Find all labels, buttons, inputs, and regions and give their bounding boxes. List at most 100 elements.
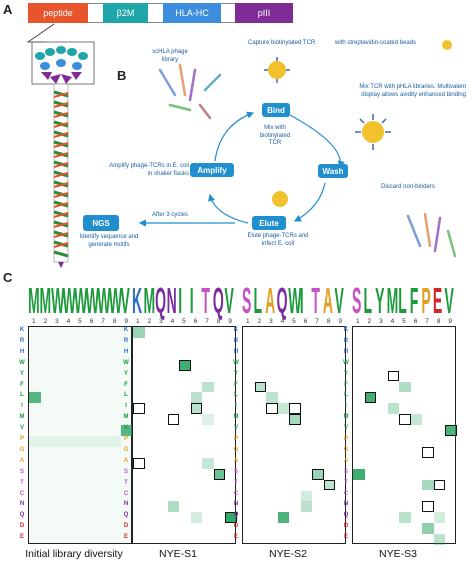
step-amplify: Amplify [190, 163, 234, 177]
heatmap-label: Initial library diversity [25, 548, 123, 560]
heatmap-cell [29, 436, 41, 447]
logo-letter: M [143, 279, 156, 321]
amino-acid-label: G [19, 446, 25, 453]
heatmap-cell [190, 512, 203, 524]
multivalent-bead-icon [355, 114, 391, 150]
heatmap-cell [202, 457, 214, 469]
heatmap-cell [277, 512, 290, 524]
heatmap-cell [29, 392, 41, 404]
heatmap-cell [98, 436, 110, 447]
amino-acid-label: V [19, 425, 24, 432]
position-label: 3 [159, 318, 163, 325]
position-label: 8 [112, 318, 117, 325]
position-label: 4 [170, 318, 175, 325]
highlight-box [422, 501, 434, 513]
highlight-box [190, 403, 203, 415]
logo-letter: Q [212, 279, 224, 321]
amino-acid-label: D [233, 523, 239, 530]
heatmap-cell [399, 381, 411, 393]
logo-letter: W [62, 279, 76, 321]
logo-letter: K [132, 279, 143, 321]
construct-hla-hc: HLA-HC [163, 3, 221, 23]
amino-acid-label: V [233, 425, 238, 432]
amino-acid-label: S [19, 468, 24, 475]
position-label: 2 [43, 318, 48, 325]
amino-acid-label: W [343, 359, 349, 366]
mix-label: Mix TCR with pHLA libraries. Multivalent… [359, 84, 466, 98]
logo-letter: L [363, 279, 373, 321]
position-label: 5 [402, 318, 406, 325]
heatmap-cell [410, 414, 423, 426]
heatmap-cell [213, 468, 226, 480]
amino-acid-label: N [233, 501, 239, 508]
heatmap [28, 326, 133, 544]
amino-acid-label: M [123, 414, 129, 421]
logo-letter: M [386, 279, 399, 321]
amino-acid-label: R [233, 337, 239, 344]
highlight-box [312, 468, 324, 480]
amino-acid-label: Q [233, 512, 239, 519]
position-label: 6 [413, 318, 418, 325]
discarded-phage-icon [406, 212, 457, 258]
position-label: 8 [436, 318, 441, 325]
amino-acid-label: L [124, 392, 128, 399]
construct-piii: pIII [235, 3, 293, 23]
highlight-box [167, 414, 180, 426]
logo-letter: S [352, 279, 362, 321]
heatmap-label: NYE-S2 [269, 548, 307, 560]
position-label: 2 [257, 318, 262, 325]
amino-acid-label: H [123, 348, 129, 355]
amino-acid-label: P [123, 436, 128, 442]
discard-label: Discard non-binders [381, 184, 435, 190]
amino-acid-label: I [345, 403, 347, 410]
amino-acid-label: K [19, 327, 25, 333]
amino-acid-label: C [343, 490, 349, 497]
logo-letter: T [311, 279, 320, 321]
amino-acid-label: W [233, 359, 239, 366]
panel-letter-b: B [117, 68, 127, 83]
logo-letter: M [28, 279, 40, 321]
position-label: 1 [135, 318, 140, 325]
position-label: 7 [425, 318, 429, 325]
amino-acid-label: A [343, 457, 349, 464]
position-label: 3 [55, 318, 59, 325]
heatmap-cell [190, 392, 203, 404]
heatmap-cell [422, 523, 434, 535]
amino-acid-label: C [233, 490, 239, 497]
position-label: 4 [66, 318, 71, 325]
highlight-box [399, 414, 411, 426]
logo-letter: F [409, 279, 419, 321]
logo-letter: Q [155, 279, 166, 321]
amino-acid-label: A [233, 457, 239, 464]
amino-acid-label: E [123, 534, 128, 541]
amino-acid-label: R [19, 337, 25, 344]
step-wash: Wash [318, 164, 348, 178]
highlight-box [133, 403, 145, 415]
amino-acid-label: E [233, 534, 238, 541]
amino-acid-label: K [343, 327, 349, 333]
amino-acid-label: G [123, 446, 129, 453]
position-label: 7 [205, 318, 209, 325]
highlight-box [364, 392, 377, 404]
amino-acid-label: Y [19, 370, 24, 377]
amino-acid-label: N [19, 501, 25, 508]
logo-letter: E [432, 279, 443, 321]
elute-bead-icon [272, 191, 288, 207]
heatmap-cell [422, 479, 434, 491]
heatmap-cell [179, 359, 191, 371]
heatmap-cell [109, 436, 122, 447]
highlight-box [289, 403, 301, 415]
heatmap-cell [133, 327, 145, 338]
amino-acid-label: A [123, 457, 129, 464]
amino-acid-label: H [343, 348, 349, 355]
amino-acid-label: K [233, 327, 239, 333]
position-label: 4 [280, 318, 285, 325]
panel-letter-c: C [3, 270, 13, 285]
amino-acid-label: Q [343, 512, 349, 519]
position-label: 1 [31, 318, 36, 325]
amino-acid-label: D [343, 523, 349, 530]
heatmap-cell [86, 436, 99, 447]
amino-acid-label: G [343, 446, 349, 453]
position-label: 1 [355, 318, 360, 325]
